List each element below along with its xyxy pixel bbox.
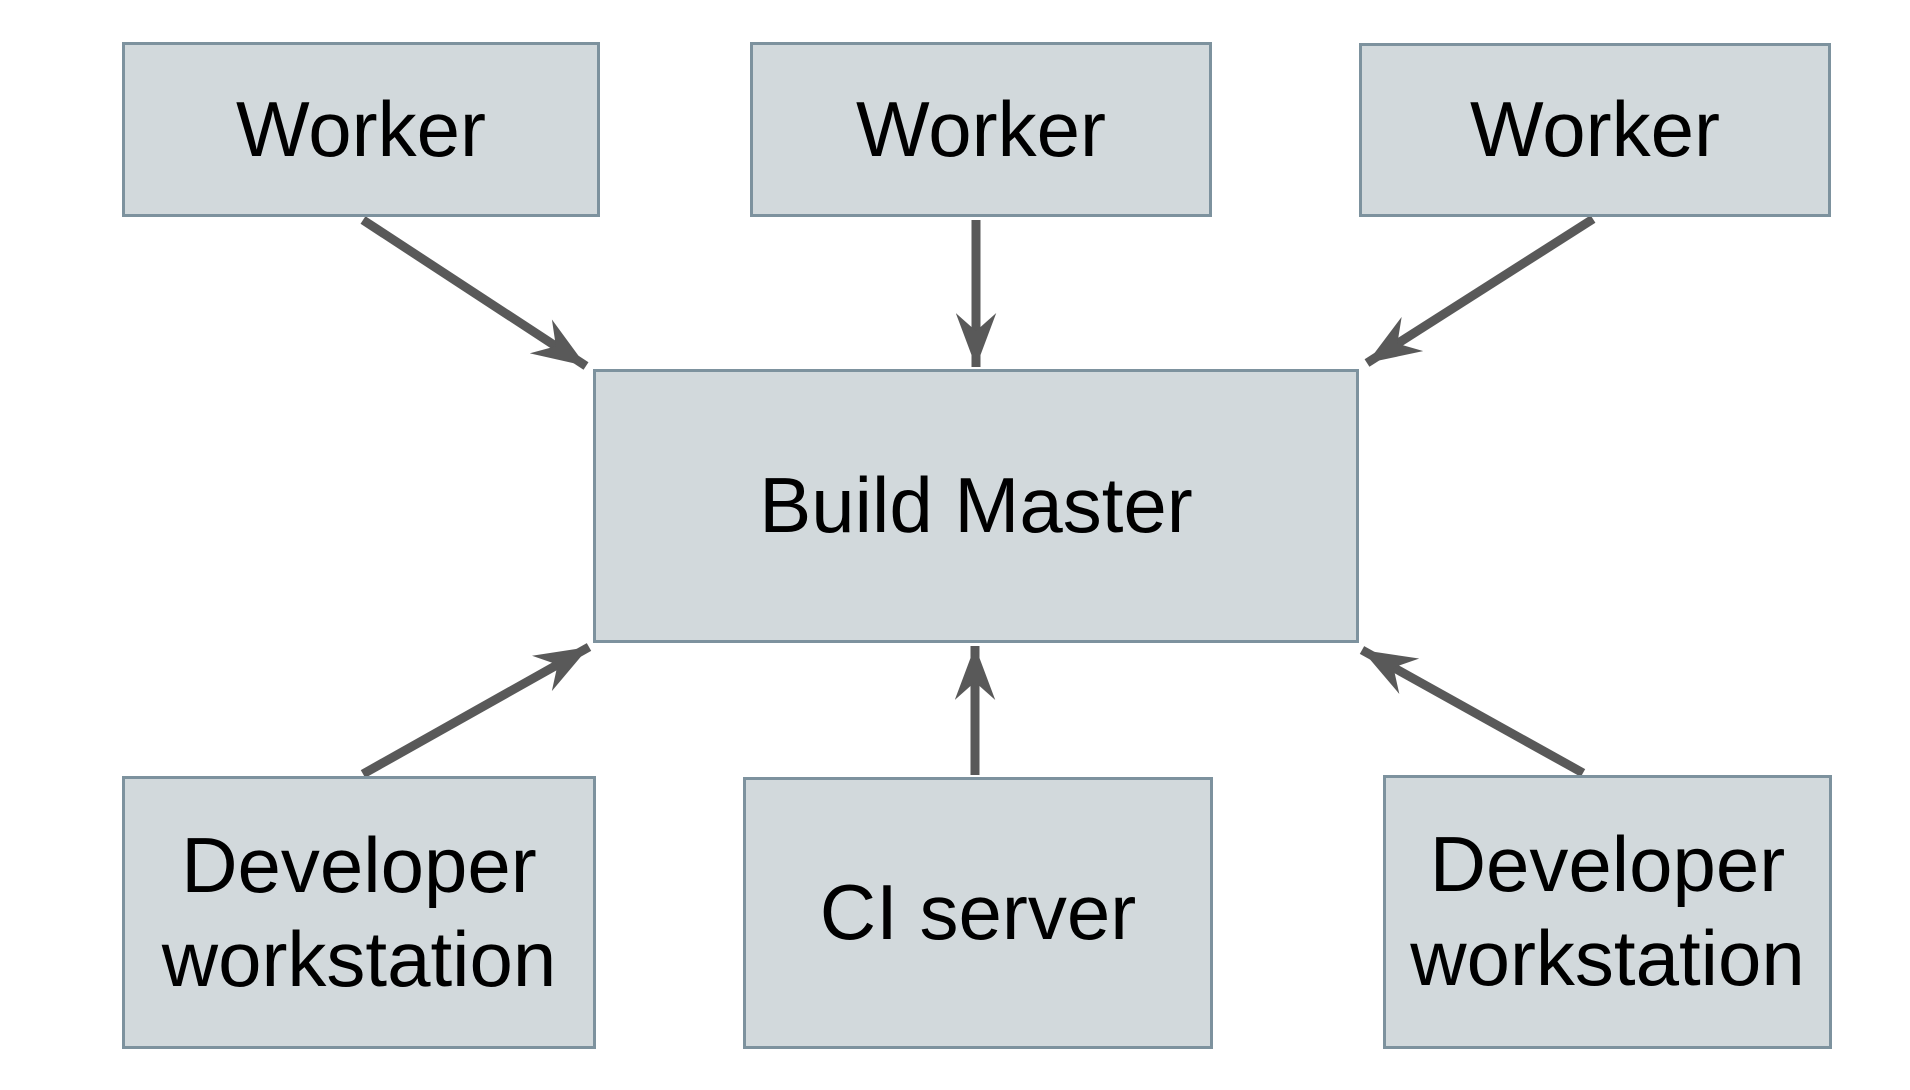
node-worker-1-label: Worker [236,84,486,173]
node-developer-workstation-1: Developer workstation [122,776,596,1049]
node-worker-3-label: Worker [1470,85,1720,174]
node-developer-workstation-2: Developer workstation [1383,775,1832,1049]
node-developer-workstation-2-label: Developer workstation [1410,820,1805,1002]
node-build-master: Build Master [593,369,1359,643]
node-worker-2: Worker [750,42,1212,217]
node-ci-server-label: CI server [819,868,1137,957]
arrow-worker-1-to-build-master [360,216,589,370]
arrow-developer-workstation-1-to-build-master [360,643,592,778]
arrow-worker-3-to-build-master [1364,215,1596,367]
node-worker-1: Worker [122,42,600,217]
node-worker-2-label: Worker [856,84,1106,173]
node-build-master-label: Build Master [759,461,1193,550]
node-developer-workstation-1-label: Developer workstation [161,820,557,1003]
arrow-developer-workstation-2-to-build-master [1359,646,1586,777]
node-ci-server: CI server [743,777,1213,1049]
node-worker-3: Worker [1359,43,1831,217]
